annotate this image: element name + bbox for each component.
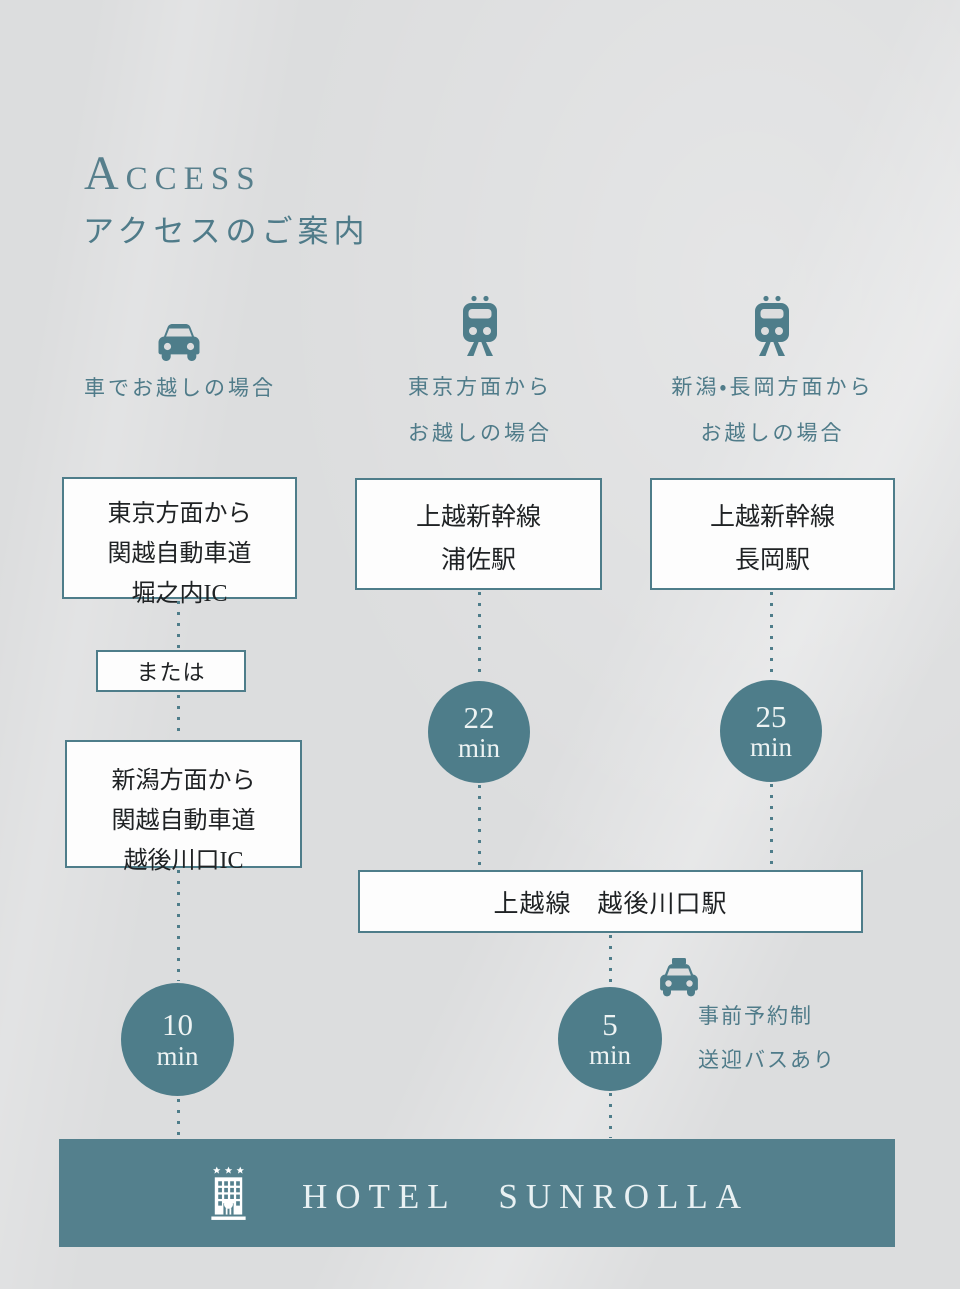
dotted-connector: [177, 695, 180, 738]
box-shinkansen-nagaoka: 上越新幹線 長岡駅: [650, 478, 895, 590]
box-line: 東京方面から: [107, 501, 252, 527]
dotted-connector: [609, 1093, 612, 1138]
dotted-connector: [770, 592, 773, 678]
duration-value: 10: [162, 1007, 193, 1043]
taxi-icon: [656, 958, 702, 1003]
or-box: または: [96, 650, 246, 692]
duration-unit: min: [156, 1040, 199, 1071]
duration-value: 25: [755, 698, 787, 734]
box-joetsu-line-station: 上越線 越後川口駅: [358, 870, 863, 933]
duration-circle-tokyo: 22 min: [428, 681, 530, 783]
dotted-connector: [609, 935, 612, 985]
dotted-connector: [177, 870, 180, 981]
box-line: 新潟方面から: [111, 768, 256, 794]
column-label-tokyo-line1: 東京方面から: [408, 375, 552, 399]
box-line: 関越自動車道: [111, 808, 256, 834]
car-icon: [154, 321, 204, 369]
hotel-name: HOTEL SUNROLLA: [302, 1176, 750, 1216]
dotted-connector: [177, 1099, 180, 1138]
box-line: 長岡駅: [734, 547, 810, 574]
shuttle-note-line2: 送迎バスあり: [698, 1048, 836, 1072]
column-label-tokyo-line2: お越しの場合: [408, 421, 552, 445]
box-kanetsu-echigokawaguchi: 新潟方面から 関越自動車道 越後川口IC: [65, 740, 302, 874]
page-title-en-rest: CCESS: [125, 161, 262, 197]
page-title-en-initial: A: [84, 147, 126, 200]
box-line: 越後川口IC: [123, 848, 244, 874]
hotel-icon: [205, 1164, 252, 1227]
duration-unit: min: [749, 732, 792, 763]
box-line: 上越新幹線: [415, 504, 541, 531]
column-label-car: 車でお越しの場合: [84, 376, 276, 400]
footer-banner: HOTEL SUNROLLA: [59, 1139, 895, 1247]
column-label-niigata-line2: お越しの場合: [700, 421, 845, 445]
dotted-connector: [478, 785, 481, 868]
box-line: 浦佐駅: [440, 547, 516, 574]
box-line: 関越自動車道: [107, 541, 252, 567]
duration-unit: min: [457, 733, 500, 764]
dotted-connector: [478, 592, 481, 679]
box-kanetsu-horinouchi: 東京方面から 関越自動車道 堀之内IC: [62, 477, 297, 607]
duration-value: 5: [602, 1006, 618, 1042]
train-icon: [751, 295, 793, 364]
page-title-ja: アクセスのご案内: [83, 214, 370, 249]
column-label-niigata-line1: 新潟・長岡方面から: [671, 375, 874, 399]
duration-circle-car: 10 min: [121, 983, 234, 1096]
duration-circle-niigata: 25 min: [720, 680, 822, 782]
box-line: 上越新幹線: [709, 504, 835, 531]
page-title-en: ACCESS: [84, 146, 262, 201]
train-icon: [459, 295, 501, 364]
duration-circle-shuttle: 5 min: [558, 987, 662, 1091]
dotted-connector: [770, 784, 773, 868]
box-shinkansen-urasa: 上越新幹線 浦佐駅: [355, 478, 602, 590]
duration-value: 22: [463, 699, 495, 735]
duration-unit: min: [588, 1040, 631, 1071]
dotted-connector: [177, 601, 180, 648]
shuttle-note-line1: 事前予約制: [698, 1004, 813, 1028]
